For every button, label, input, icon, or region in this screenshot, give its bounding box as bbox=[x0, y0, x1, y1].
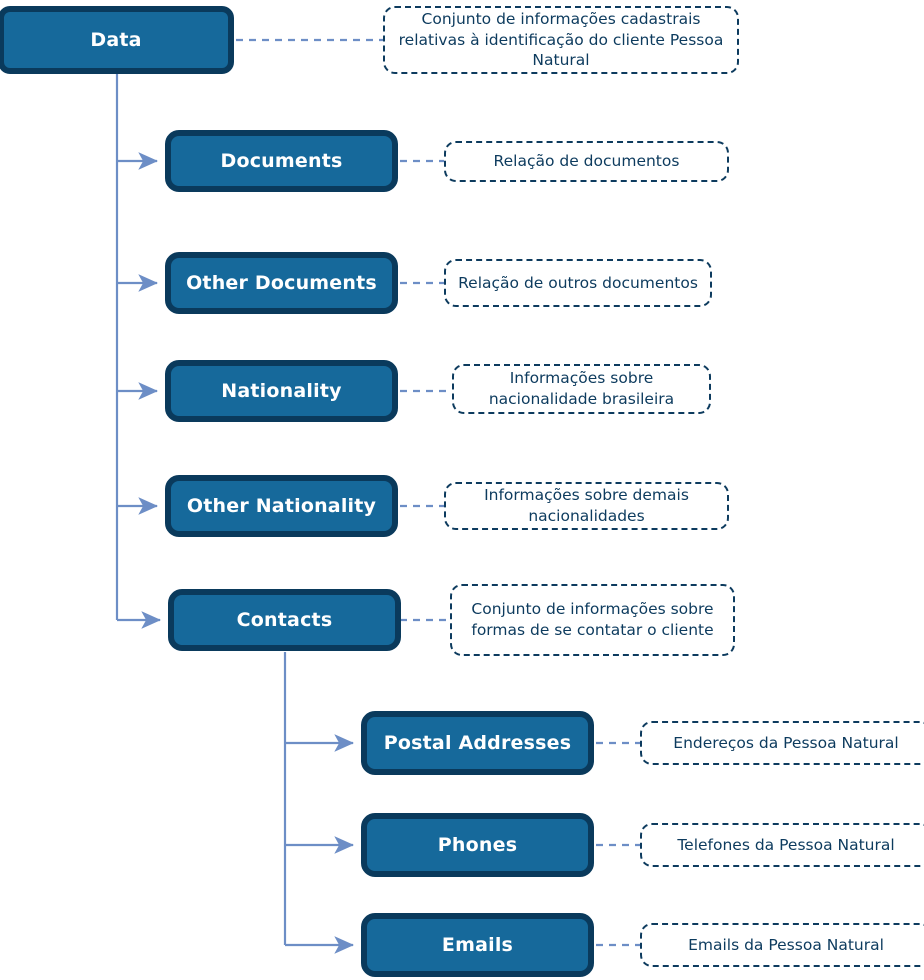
node-documents[interactable]: Documents bbox=[165, 130, 398, 192]
connector-trunk-contacts bbox=[283, 652, 355, 954]
node-documents-label: Documents bbox=[220, 149, 343, 172]
note-contacts: Conjunto de informações sobre formas de … bbox=[450, 584, 735, 656]
node-contacts[interactable]: Contacts bbox=[168, 589, 401, 651]
node-other-documents[interactable]: Other Documents bbox=[165, 252, 398, 314]
note-phones-text: Telefones da Pessoa Natural bbox=[677, 835, 895, 854]
note-other-documents: Relação de outros documentos bbox=[444, 259, 712, 307]
node-other-nationality[interactable]: Other Nationality bbox=[165, 475, 398, 537]
node-emails[interactable]: Emails bbox=[361, 913, 594, 977]
note-data: Conjunto de informações cadastrais relat… bbox=[383, 6, 739, 74]
node-postal-addresses-label: Postal Addresses bbox=[383, 731, 572, 754]
note-nationality: Informações sobre nacionalidade brasilei… bbox=[452, 364, 711, 414]
node-phones[interactable]: Phones bbox=[361, 813, 594, 877]
note-nationality-text: Informações sobre nacionalidade brasilei… bbox=[488, 369, 675, 408]
note-documents: Relação de documentos bbox=[444, 141, 729, 182]
node-emails-label: Emails bbox=[441, 933, 514, 956]
node-other-documents-label: Other Documents bbox=[186, 271, 377, 294]
note-emails: Emails da Pessoa Natural bbox=[640, 923, 924, 967]
note-other-documents-text: Relação de outros documentos bbox=[458, 273, 698, 292]
note-other-nationality: Informações sobre demais nacionalidades bbox=[444, 482, 729, 530]
note-other-nationality-text: Informações sobre demais nacionalidades bbox=[484, 486, 689, 525]
node-data[interactable]: Data bbox=[0, 6, 234, 74]
note-emails-text: Emails da Pessoa Natural bbox=[688, 935, 884, 954]
connector-trunk-data bbox=[115, 73, 162, 629]
node-data-label: Data bbox=[90, 28, 142, 51]
note-data-text: Conjunto de informações cadastrais relat… bbox=[398, 9, 724, 70]
note-postal-addresses-text: Endereços da Pessoa Natural bbox=[673, 733, 899, 752]
node-other-nationality-label: Other Nationality bbox=[186, 494, 377, 517]
note-documents-text: Relação de documentos bbox=[493, 152, 680, 171]
note-postal-addresses: Endereços da Pessoa Natural bbox=[640, 721, 924, 765]
node-contacts-label: Contacts bbox=[236, 608, 333, 631]
note-contacts-text: Conjunto de informações sobre formas de … bbox=[471, 600, 714, 639]
node-nationality-label: Nationality bbox=[221, 379, 342, 402]
node-phones-label: Phones bbox=[437, 833, 518, 856]
node-postal-addresses[interactable]: Postal Addresses bbox=[361, 711, 594, 775]
node-nationality[interactable]: Nationality bbox=[165, 360, 398, 422]
note-phones: Telefones da Pessoa Natural bbox=[640, 823, 924, 867]
